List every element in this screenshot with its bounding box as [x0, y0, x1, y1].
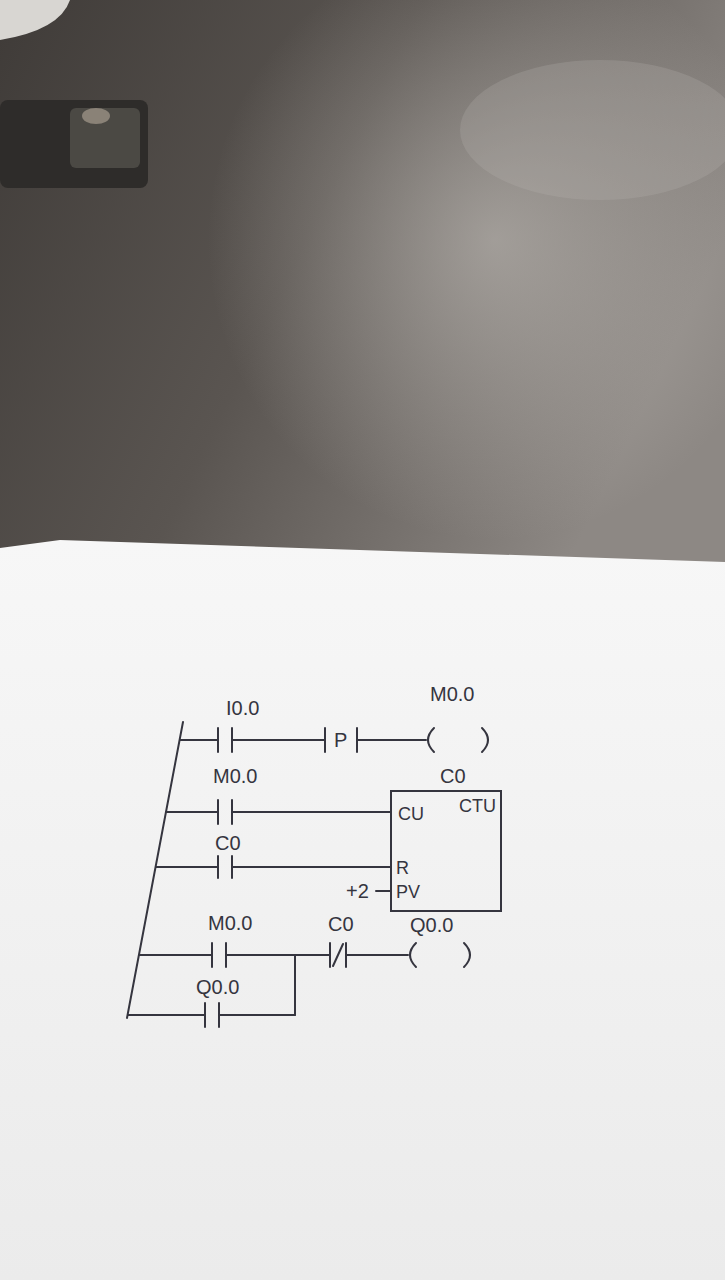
signal-label: M0.0	[430, 683, 474, 705]
counter-pin: PV	[396, 882, 420, 902]
signal-label: M0.0	[213, 765, 257, 787]
counter-box: C0CUCTURPV	[390, 790, 502, 912]
signal-label: M0.0	[208, 912, 252, 934]
signal-label: P	[334, 729, 347, 751]
counter-name: C0	[440, 766, 466, 786]
counter-pin: CU	[398, 804, 424, 824]
signal-label: I0.0	[226, 697, 259, 719]
signal-label: C0	[328, 913, 354, 935]
counter-pin: R	[396, 858, 409, 878]
counter-pin: CTU	[459, 796, 496, 816]
signal-label: Q0.0	[196, 976, 239, 998]
signal-label: Q0.0	[410, 914, 453, 936]
signal-label: +2	[346, 880, 369, 902]
signal-label: C0	[215, 832, 241, 854]
